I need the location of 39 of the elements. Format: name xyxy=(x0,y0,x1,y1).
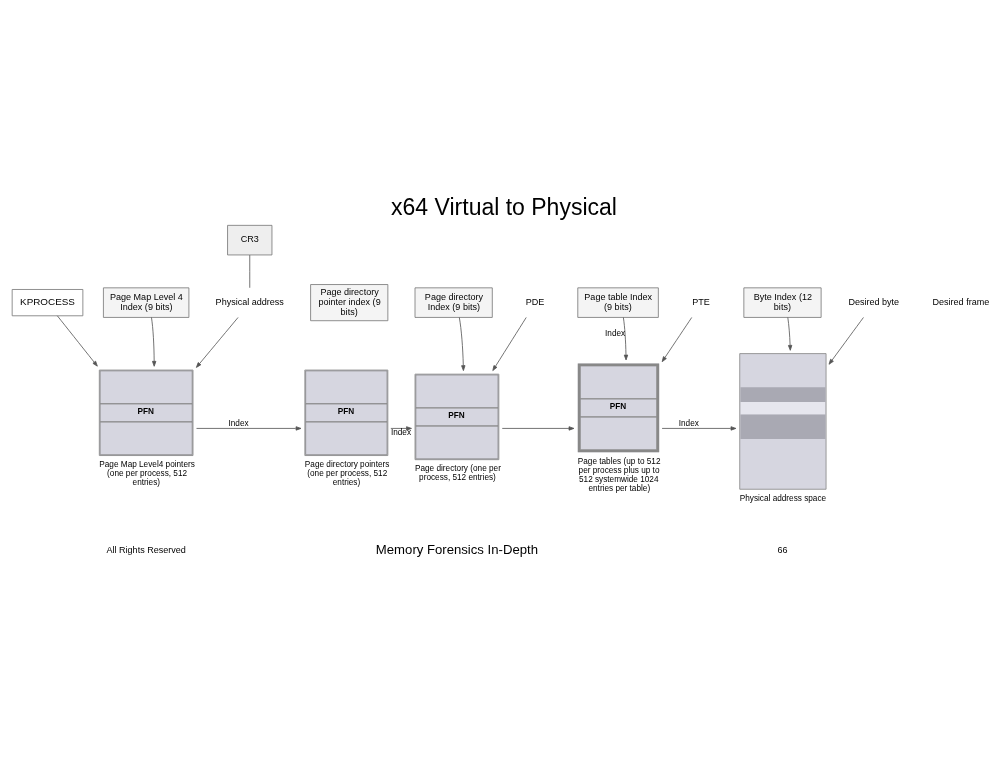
node-label: Physical address space xyxy=(739,493,827,503)
arrow xyxy=(390,426,412,431)
arrow xyxy=(151,317,157,367)
node-box: Byte Index (12 bits) xyxy=(743,287,822,318)
arrow xyxy=(458,317,466,371)
arrow xyxy=(787,317,793,351)
node-text: PTE xyxy=(692,296,710,307)
arrow xyxy=(828,317,864,365)
edge-label: Index xyxy=(605,329,626,339)
arrow xyxy=(501,426,575,431)
node-box: Page directory Index (9 bits) xyxy=(414,287,493,318)
node-box: Page table Index (9 bits) xyxy=(577,287,659,318)
connector xyxy=(249,254,251,289)
node-box: Page Map Level 4 Index (9 bits) xyxy=(103,287,190,318)
node-text: Desired byte xyxy=(848,296,900,307)
arrow xyxy=(661,317,693,363)
node-box: CR3 xyxy=(227,224,273,256)
diagram-title: x64 Virtual to Physical xyxy=(391,193,617,220)
edge-label: Index xyxy=(390,427,412,437)
node-label: Page Map Level4 pointers (one per process, 512 entries) xyxy=(99,460,195,488)
node-label: Page directory (one per process, 512 entries) xyxy=(415,464,501,483)
label: All Rights Reserved xyxy=(106,545,186,556)
arrow xyxy=(196,426,302,431)
arrow xyxy=(56,315,98,367)
edge-label: Index xyxy=(678,418,699,428)
arrow xyxy=(622,317,629,361)
label: Memory Forensics In-Depth xyxy=(375,542,538,558)
node-label: Page directory pointers (one per process, 512 entries) xyxy=(304,460,390,488)
arrow xyxy=(195,317,239,368)
edge-label: Index xyxy=(228,418,249,428)
node-text: PDE xyxy=(525,296,545,307)
arrow xyxy=(661,426,737,431)
node-label: Page tables (up to 512 per process plus up to 512 systemwide 1024 entries per table) xyxy=(577,456,661,493)
label: 66 xyxy=(777,545,788,556)
node-box: KPROCESS xyxy=(11,289,84,317)
node-text: Physical address xyxy=(215,296,284,307)
node-box: Page directory pointer index (9 bits) xyxy=(310,284,389,322)
label: Desired frame xyxy=(932,296,990,307)
arrow xyxy=(492,317,527,371)
